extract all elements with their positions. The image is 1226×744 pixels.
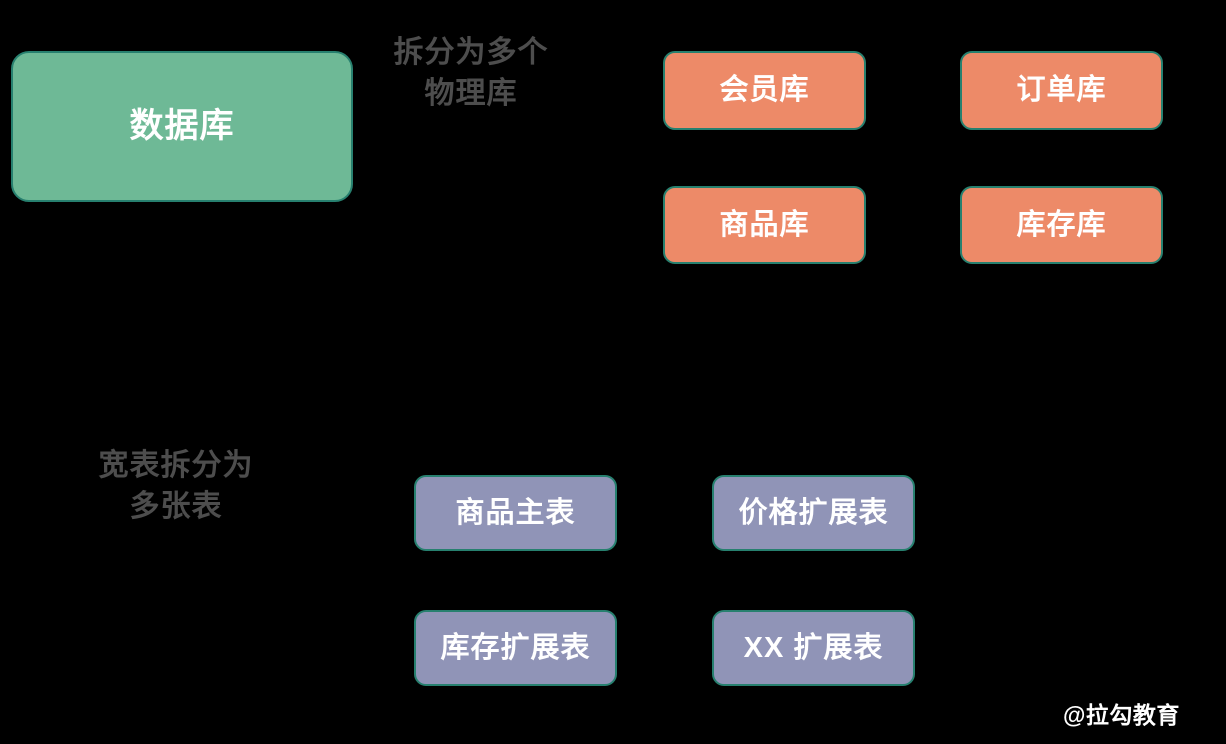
node-product-main-table[interactable]: 商品主表 [414, 475, 617, 551]
node-price-extension-table[interactable]: 价格扩展表 [712, 475, 915, 551]
node-inventory-extension-table[interactable]: 库存扩展表 [414, 610, 617, 686]
node-order-database[interactable]: 订单库 [960, 51, 1163, 130]
watermark: @拉勾教育 [1063, 702, 1180, 728]
annotation-split-physical-databases: 拆分为多个 物理库 [393, 36, 549, 111]
node-member-database[interactable]: 会员库 [663, 51, 866, 130]
annotation-split-wide-table: 宽表拆分为 多张表 [98, 449, 254, 524]
node-source-database[interactable]: 数据库 [11, 51, 353, 202]
node-product-database[interactable]: 商品库 [663, 186, 866, 264]
node-inventory-database[interactable]: 库存库 [960, 186, 1163, 264]
node-xx-extension-table[interactable]: XX 扩展表 [712, 610, 915, 686]
